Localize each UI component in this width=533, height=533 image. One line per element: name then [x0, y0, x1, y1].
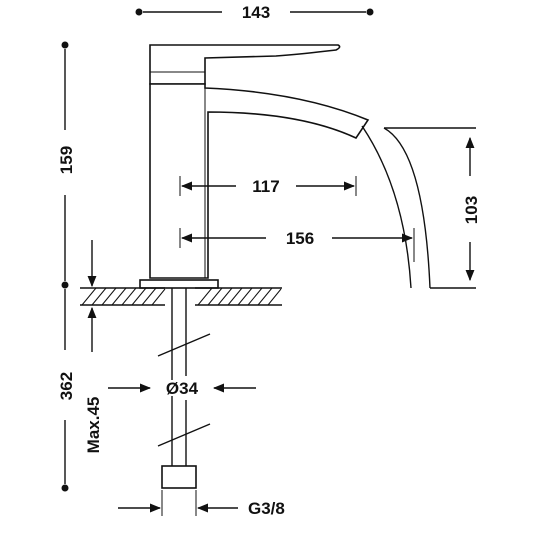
countertop — [80, 287, 282, 306]
dimension-total-height-label: 159 — [57, 146, 76, 174]
faucet-body — [139, 44, 370, 289]
base-collar — [139, 279, 219, 289]
dimension-spout-height: 103 — [462, 136, 481, 282]
dimension-width-top: 143 — [135, 3, 374, 22]
dimension-hole-diameter: Ø34 — [108, 379, 256, 398]
dimension-connection: G3/8 — [118, 490, 285, 518]
dimension-total-height: 159 — [57, 41, 76, 289]
dimension-connection-label: G3/8 — [248, 499, 285, 518]
dimension-flow-reach: 156 — [179, 228, 415, 262]
dimension-flow-reach-label: 156 — [286, 229, 314, 248]
dimension-hose-length: 362 — [57, 289, 76, 492]
dimension-max-thickness: Max.45 — [84, 240, 103, 453]
lever-handle — [149, 44, 341, 85]
dimension-hole-diameter-label: Ø34 — [166, 379, 199, 398]
dimension-max-thickness-label: Max.45 — [84, 397, 103, 454]
countertop-hatching-right — [197, 287, 282, 306]
dimension-hose-length-label: 362 — [57, 372, 76, 400]
dimension-spout-reach: 117 — [179, 176, 357, 196]
countertop-hatching-left — [81, 287, 166, 306]
dimension-spout-height-label: 103 — [462, 196, 481, 224]
water-stream — [361, 125, 476, 289]
dimension-width-top-label: 143 — [242, 3, 270, 22]
dimension-spout-reach-label: 117 — [252, 177, 279, 196]
supply-hose — [157, 288, 211, 489]
hose-connector — [161, 465, 197, 489]
